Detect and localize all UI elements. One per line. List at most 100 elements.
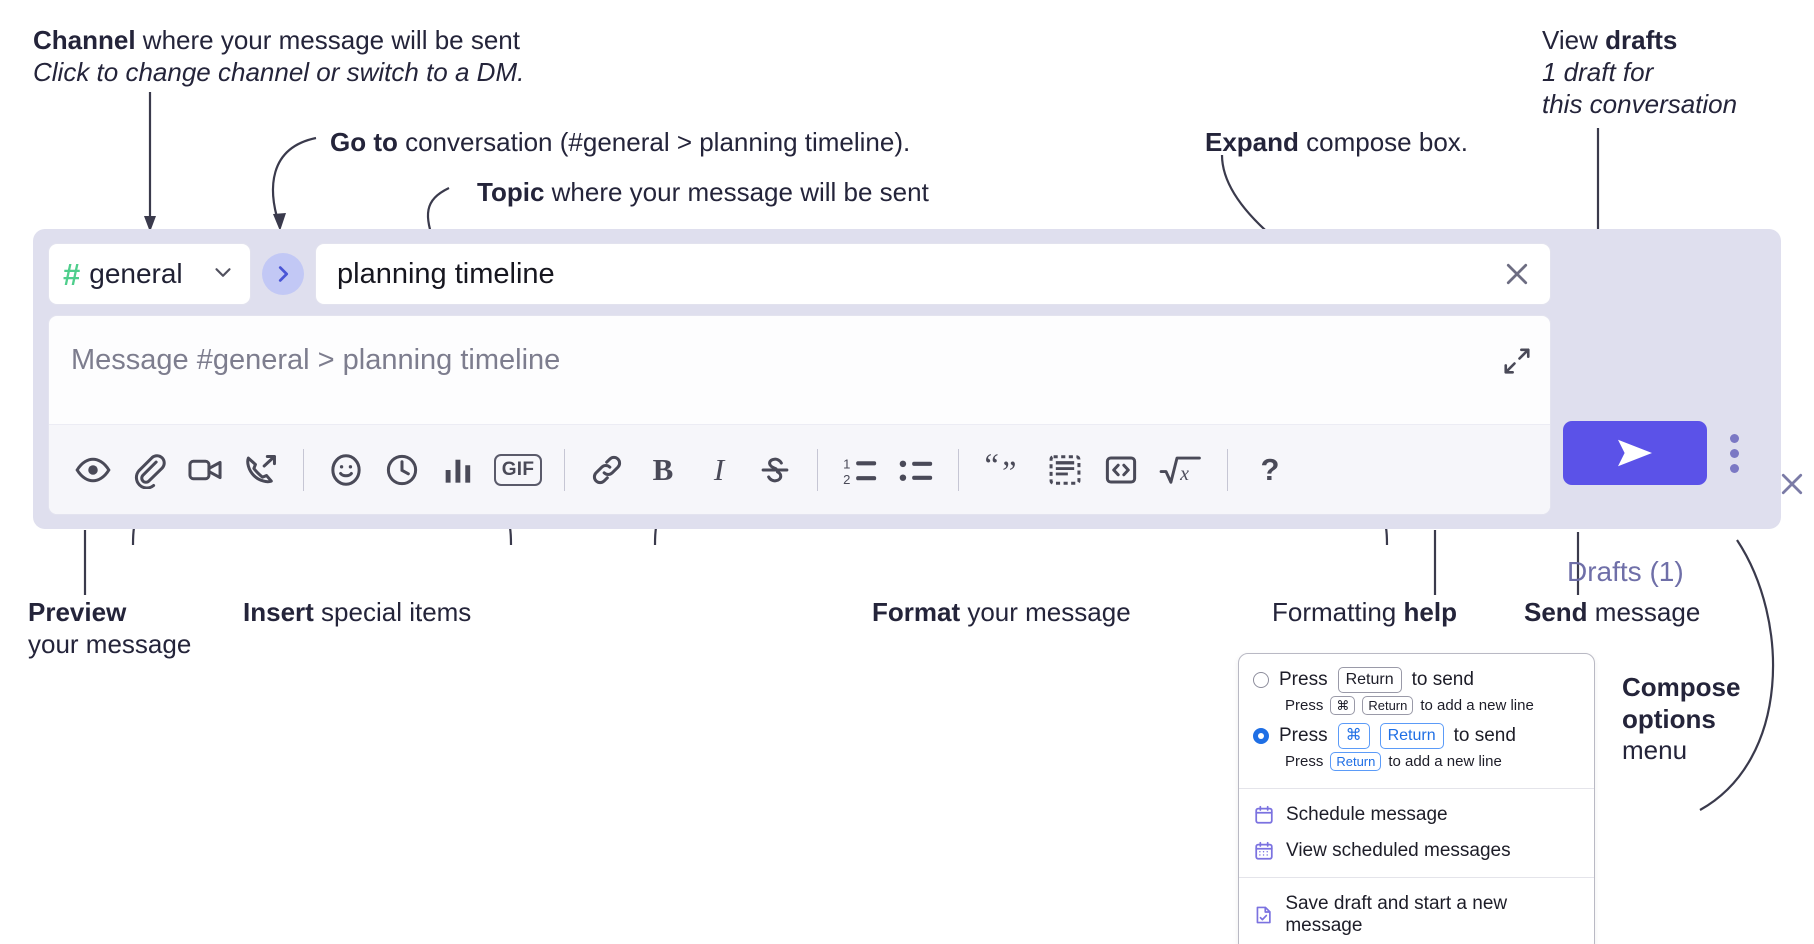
send-option-return-hint: Press ⌘ Return to add a new line [1239, 693, 1594, 723]
draft-section: Save draft and start a new message [1239, 877, 1594, 944]
toolbar-video-clip-button[interactable] [177, 442, 233, 498]
goto-conversation-button[interactable] [262, 253, 304, 295]
hash-channel-icon: # [63, 256, 81, 292]
radio-selected-icon [1253, 727, 1269, 744]
annotation-drafts: View drafts 1 draft for this conversatio… [1542, 24, 1737, 121]
toolbar-formatting-help-button[interactable]: ? [1242, 442, 1298, 498]
toolbar-bulleted-list-button[interactable] [888, 442, 944, 498]
toolbar-italic-button[interactable]: I [691, 442, 747, 498]
toolbar-link-button[interactable] [579, 442, 635, 498]
send-option-cmd-post: to send [1453, 724, 1516, 746]
hint-post: to add a new line [1420, 696, 1534, 714]
calendar-schedule-icon [1255, 806, 1273, 824]
toolbar-poll-button[interactable] [430, 442, 486, 498]
message-placeholder: Message #general > planning timeline [71, 344, 561, 376]
toolbar-preview-button[interactable] [65, 442, 121, 498]
clock-icon [386, 454, 418, 485]
annotation-send-bold: Send [1524, 597, 1588, 627]
annotation-expand-bold: Expand [1205, 127, 1299, 157]
toolbar-audio-clip-button[interactable] [233, 442, 289, 498]
audio-call-icon [246, 454, 276, 483]
svg-text:2: 2 [843, 471, 850, 486]
annotation-drafts-line1: 1 draft for [1542, 57, 1654, 88]
annotation-expand-rest: compose box. [1298, 127, 1469, 157]
toolbar-ordered-list-button[interactable]: 1 2 [832, 442, 888, 498]
help-question-icon: ? [1260, 451, 1280, 487]
toolbar-strikethrough-button[interactable] [747, 442, 803, 498]
message-input-area[interactable]: Message #general > planning timeline [49, 316, 1550, 424]
close-icon [1506, 263, 1528, 285]
toolbar-inline-code-button[interactable] [1093, 442, 1149, 498]
toolbar-emoji-button[interactable] [318, 442, 374, 498]
annotation-compose-options: Compose options menu [1622, 672, 1740, 767]
menu-item-save-draft[interactable]: Save draft and start a new message [1239, 886, 1594, 944]
toolbar-math-button[interactable]: x [1149, 442, 1213, 498]
blockquote-icon: “ ” [984, 450, 1016, 490]
menu-item-label: Schedule message [1286, 804, 1448, 826]
annotation-channel: Channel where your message will be sent … [33, 24, 524, 88]
annotation-compose-line2: options [1622, 703, 1716, 734]
hint-pre: Press [1285, 696, 1324, 714]
attachment-paperclip-icon [134, 453, 166, 489]
toolbar-bold-button[interactable]: B [635, 442, 691, 498]
link-icon [592, 455, 622, 484]
annotation-format-rest: your message [960, 597, 1131, 627]
drafts-link[interactable]: Drafts (1) [1567, 556, 1684, 587]
send-option-cmd-pre: Press [1279, 724, 1328, 746]
topic-clear-button[interactable] [1502, 259, 1532, 289]
annotation-drafts-line2: this conversation [1542, 89, 1738, 120]
inline-code-icon [1105, 455, 1137, 484]
expand-compose-button[interactable] [1502, 346, 1532, 376]
send-option-cmd-return[interactable]: Press ⌘ Return to send [1239, 722, 1594, 749]
key-return: Return [1362, 695, 1414, 716]
toolbar-blockquote-button[interactable]: “ ” [973, 442, 1037, 498]
compose-options-menu: Press Return to send Press ⌘ Return to a… [1238, 653, 1595, 944]
topic-input[interactable] [335, 256, 1502, 292]
kebab-vertical-icon [1729, 433, 1739, 443]
topic-field[interactable] [315, 243, 1551, 305]
annotation-drafts-bold: drafts [1605, 25, 1678, 55]
compose-options-button[interactable] [1717, 429, 1751, 477]
send-option-return[interactable]: Press Return to send [1239, 666, 1594, 693]
compose-header-row: # general [48, 243, 1551, 305]
key-return: Return [1330, 751, 1382, 772]
toolbar-reminder-button[interactable] [374, 442, 430, 498]
annotation-channel-italic: Click to change channel or switch to a D… [33, 57, 525, 88]
annotation-formatting-help: Formatting help [1272, 596, 1457, 628]
schedule-section: Schedule message View scheduled messages [1239, 788, 1594, 877]
key-return: Return [1337, 667, 1402, 693]
bulleted-list-icon [899, 460, 933, 481]
menu-item-view-scheduled-messages[interactable]: View scheduled messages [1239, 833, 1594, 869]
annotation-topic-bold: Topic [477, 177, 545, 207]
toolbar-attachment-button[interactable] [121, 442, 177, 498]
send-paper-plane-icon [1618, 439, 1652, 467]
key-command: ⌘ [1330, 695, 1356, 716]
panel-close-button[interactable] [1777, 469, 1807, 504]
calendar-grid-icon [1255, 842, 1273, 860]
annotation-preview-line2: your message [28, 629, 192, 660]
bar-chart-icon [445, 459, 471, 483]
send-button[interactable] [1563, 421, 1707, 485]
emoji-smiley-icon [331, 453, 361, 486]
toolbar-separator [958, 448, 959, 491]
ordered-list-icon: 1 2 [843, 456, 877, 486]
close-icon [1781, 473, 1803, 495]
annotation-goto: Go to conversation (#general > planning … [330, 126, 910, 158]
annotation-compose-line3: menu [1622, 735, 1688, 766]
annotation-goto-bold: Go to [330, 127, 398, 157]
video-camera-icon [188, 459, 222, 480]
key-command: ⌘ [1337, 723, 1370, 749]
annotation-topic-rest: where your message will be sent [544, 177, 929, 207]
annotation-insert-rest: special items [313, 597, 472, 627]
hint-post: to add a new line [1388, 753, 1502, 770]
channel-selector[interactable]: # general [48, 243, 251, 305]
menu-item-schedule-message[interactable]: Schedule message [1239, 797, 1594, 833]
formatting-toolbar: GIF B I [49, 424, 1550, 514]
menu-item-label: View scheduled messages [1286, 840, 1511, 862]
annotation-format-bold: Format [872, 597, 961, 627]
send-option-return-pre: Press [1279, 668, 1328, 690]
toolbar-gif-button[interactable]: GIF [486, 442, 550, 498]
annotation-expand: Expand compose box. [1205, 126, 1468, 158]
toolbar-code-block-button[interactable] [1037, 442, 1093, 498]
math-icon: x [1159, 456, 1201, 484]
